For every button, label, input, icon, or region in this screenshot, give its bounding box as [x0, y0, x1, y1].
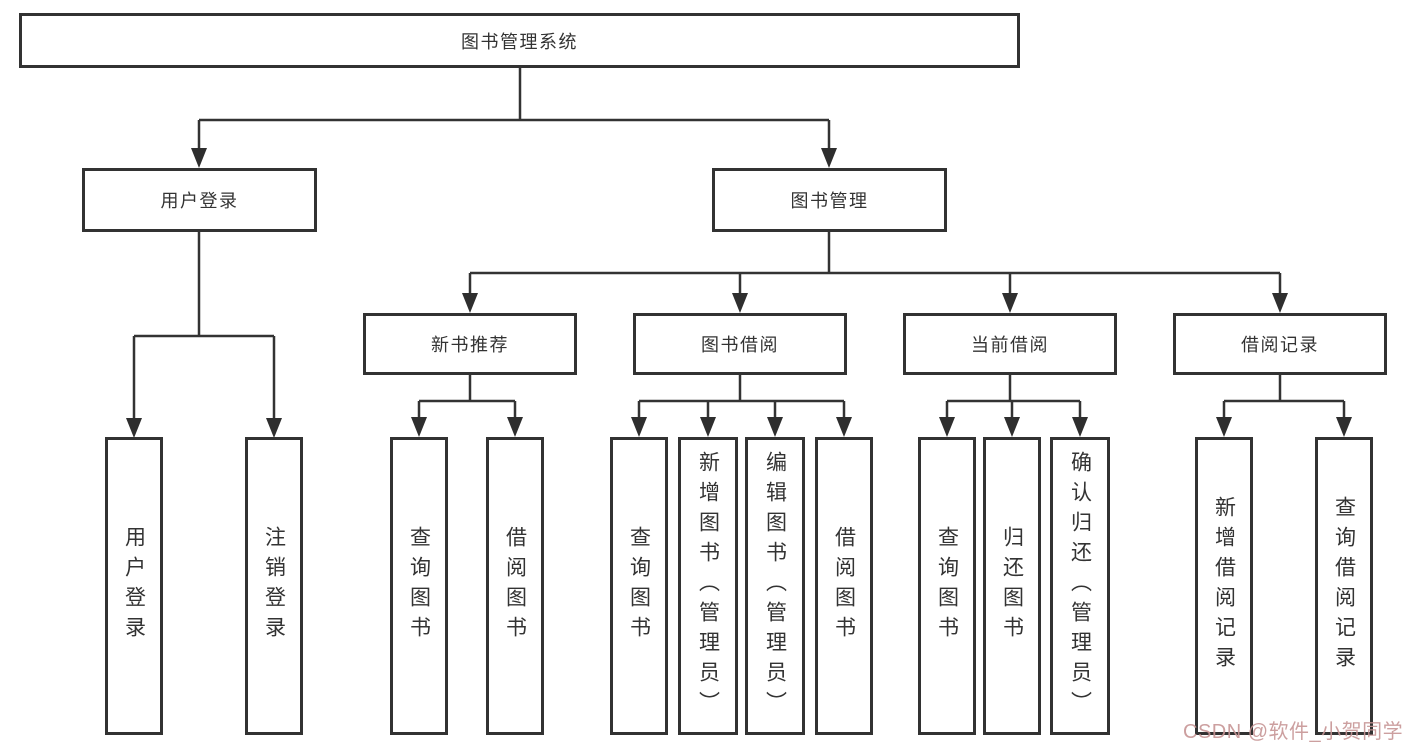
node-label: 确认归还（管理员）: [1068, 451, 1092, 721]
arrow-down-icon: [266, 418, 282, 438]
arrow-down-icon: [411, 417, 427, 437]
arrow-down-icon: [767, 417, 783, 437]
csdn-watermark: CSDN @软件_小贺同学: [1183, 721, 1404, 743]
node-module-book-management: 图书管理: [712, 168, 947, 232]
node-label: 借阅图书: [832, 526, 856, 646]
node-label: 用户登录: [160, 191, 239, 211]
node-label: 当前借阅: [971, 335, 1049, 355]
node-submodule-new-book-recommend: 新书推荐: [363, 313, 577, 375]
node-root-library-management-system: 图书管理系统: [19, 13, 1020, 68]
arrow-down-icon: [1272, 293, 1288, 313]
arrowheads: [126, 148, 1352, 438]
arrow-down-icon: [821, 148, 837, 168]
node-label: 图书管理: [790, 191, 869, 211]
arrow-down-icon: [939, 417, 955, 437]
node-leaf-query-borrow-record: 查询借阅记录: [1315, 437, 1373, 735]
node-label: 查询图书: [407, 526, 431, 646]
arrow-down-icon: [732, 293, 748, 313]
arrow-down-icon: [1072, 417, 1088, 437]
node-leaf-add-borrow-record: 新增借阅记录: [1195, 437, 1253, 735]
node-label: 新书推荐: [431, 335, 509, 355]
node-label: 查询图书: [935, 526, 959, 646]
node-submodule-book-borrow: 图书借阅: [633, 313, 847, 375]
arrow-down-icon: [507, 417, 523, 437]
node-leaf-newbook-borrow-books: 借阅图书: [486, 437, 544, 735]
arrow-down-icon: [462, 293, 478, 313]
node-label: 图书借阅: [701, 335, 779, 355]
node-leaf-confirm-return-admin: 确认归还（管理员）: [1050, 437, 1110, 735]
arrow-down-icon: [836, 417, 852, 437]
node-label: 查询图书: [627, 526, 651, 646]
arrow-down-icon: [1004, 417, 1020, 437]
arrow-down-icon: [700, 417, 716, 437]
node-label: 注销登录: [262, 526, 286, 646]
node-label: 借阅记录: [1241, 335, 1319, 355]
node-submodule-borrow-records: 借阅记录: [1173, 313, 1387, 375]
arrow-down-icon: [631, 417, 647, 437]
arrow-down-icon: [126, 418, 142, 438]
node-leaf-borrow-query-books: 查询图书: [610, 437, 668, 735]
node-label: 新增借阅记录: [1212, 496, 1236, 676]
node-leaf-borrow-books: 借阅图书: [815, 437, 873, 735]
arrow-down-icon: [1336, 417, 1352, 437]
connector-lines: [132, 68, 1346, 434]
node-label: 图书管理系统: [461, 31, 578, 52]
node-leaf-edit-books-admin: 编辑图书（管理员）: [745, 437, 805, 735]
node-label: 借阅图书: [503, 526, 527, 646]
node-label: 用户登录: [122, 526, 146, 646]
node-submodule-current-borrow: 当前借阅: [903, 313, 1117, 375]
node-label: 查询借阅记录: [1332, 496, 1356, 676]
arrow-down-icon: [1216, 417, 1232, 437]
node-leaf-user-login: 用户登录: [105, 437, 163, 735]
node-leaf-current-query-books: 查询图书: [918, 437, 976, 735]
arrow-down-icon: [191, 148, 207, 168]
arrow-down-icon: [1002, 293, 1018, 313]
node-module-user-login: 用户登录: [82, 168, 317, 232]
node-leaf-add-books-admin: 新增图书（管理员）: [678, 437, 738, 735]
node-label: 新增图书（管理员）: [696, 451, 720, 721]
node-leaf-return-books: 归还图书: [983, 437, 1041, 735]
node-label: 编辑图书（管理员）: [763, 451, 787, 721]
node-leaf-logout: 注销登录: [245, 437, 303, 735]
node-leaf-newbook-query-books: 查询图书: [390, 437, 448, 735]
node-label: 归还图书: [1000, 526, 1024, 646]
